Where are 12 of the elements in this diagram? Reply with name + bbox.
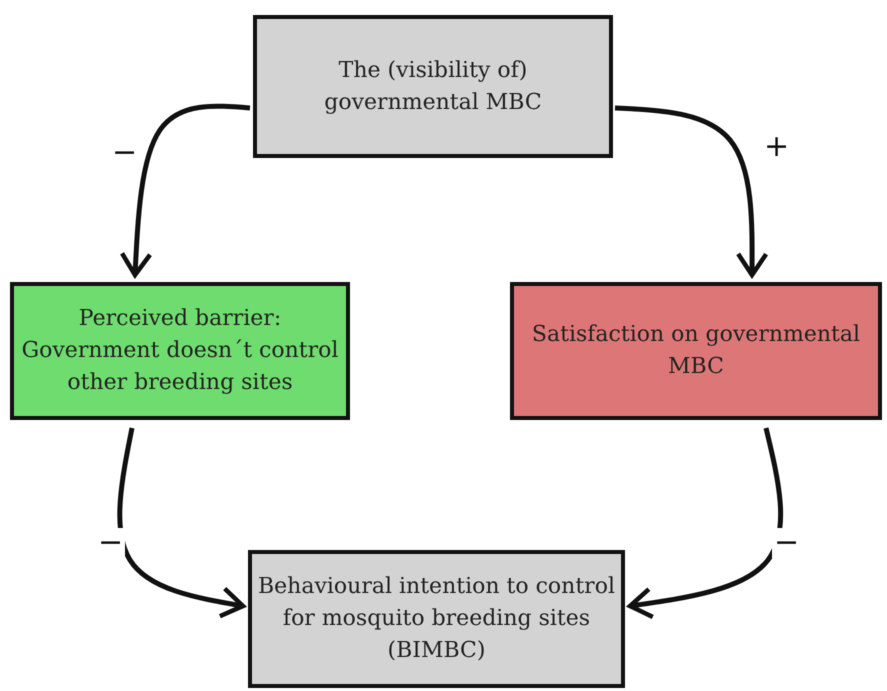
- curved-arrow: [614, 106, 768, 278]
- curved-arrow: [628, 427, 784, 620]
- text-box: [10, 282, 350, 420]
- curved-arrow: [117, 428, 246, 618]
- text-box: [510, 282, 882, 420]
- box-text: The (visibility of) governmental MBC: [323, 56, 543, 116]
- box-text: Behavioural intention to control for mosquito breeding sites (BIMBC): [257, 573, 616, 665]
- box-text: Perceived barrier: Government doesn´t control other breeding sites: [20, 305, 340, 397]
- curved-arrow: [120, 104, 250, 278]
- box-text: Satisfaction on governmental MBC: [530, 321, 862, 381]
- text-box: [248, 550, 625, 688]
- text-box: [253, 15, 613, 158]
